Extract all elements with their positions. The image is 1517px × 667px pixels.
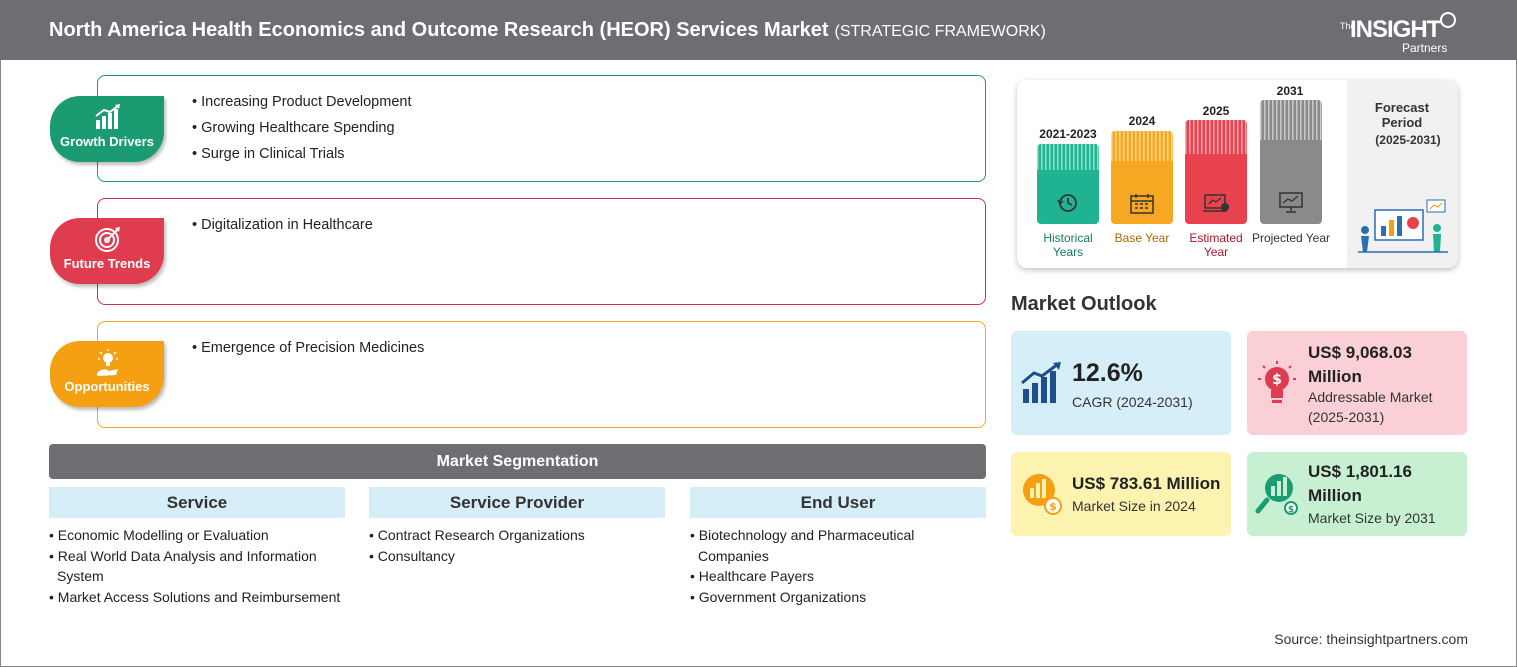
growth-chart-icon [1021, 362, 1061, 403]
market-size-2031-card: $ US$ 1,801.16 Million Market Size by 20… [1247, 452, 1467, 536]
segment-list: Biotechnology and Pharmaceutical Compani… [690, 518, 986, 607]
list-item: Biotechnology and Pharmaceutical Compani… [690, 525, 986, 566]
timeline-year-base: 2024 [1128, 114, 1156, 128]
growth-drivers-tag: Growth Drivers [50, 96, 164, 162]
timeline-label-base: Base Year [1114, 231, 1170, 245]
history-icon [1057, 194, 1077, 212]
logo-insight: INSIGHT [1350, 16, 1441, 43]
insight-partners-logo: The INSIGHT Partners [1340, 10, 1460, 55]
list-item: Economic Modelling or Evaluation [49, 525, 345, 546]
target-icon [95, 227, 120, 252]
cagr-value: 12.6% [1072, 359, 1143, 387]
list-item: Growing Healthcare Spending [192, 120, 985, 136]
timeline-label-projected: Projected Year [1251, 231, 1331, 245]
timeline-bar-estimated [1185, 120, 1247, 224]
opportunities-tag: Opportunities [50, 341, 164, 407]
addressable-market-value: US$ 9,068.03 Million [1308, 343, 1412, 386]
list-item: Surge in Clinical Trials [192, 146, 985, 162]
page-title: North America Health Economics and Outco… [49, 19, 1046, 42]
logo-the: The [1340, 21, 1356, 31]
list-item: Increasing Product Development [192, 94, 985, 110]
growth-drivers-box: Increasing Product Development Growing H… [97, 75, 986, 182]
timeline-year-estimated: 2025 [1202, 104, 1230, 118]
svg-text:$: $ [1049, 500, 1057, 513]
opportunities-box: Emergence of Precision Medicines [97, 321, 986, 428]
list-item: Real World Data Analysis and Information… [49, 546, 345, 587]
timeline-panel: 2021-2023 Historical Years 2024 Base Yea… [1017, 80, 1458, 268]
market-outlook-title: Market Outlook [1011, 293, 1157, 315]
segment-header: End User [690, 487, 986, 518]
calendar-icon [1130, 194, 1154, 214]
lightbulb-hand-icon [97, 349, 118, 376]
header-bar: North America Health Economics and Outco… [0, 0, 1517, 60]
timeline-label-estimated: Estimated Year [1189, 231, 1243, 259]
segment-column-service: Service Economic Modelling or Evaluation… [49, 487, 345, 607]
market-size-2031-value: US$ 1,801.16 Million [1308, 462, 1412, 505]
timeline-bar-projected [1260, 100, 1322, 224]
market-size-2024-label: Market Size in 2024 [1072, 498, 1196, 514]
opportunities-label: Opportunities [64, 379, 150, 394]
logo-partners: Partners [1402, 41, 1448, 55]
segment-list: Economic Modelling or Evaluation Real Wo… [49, 518, 345, 607]
growth-drivers-list: Increasing Product Development Growing H… [98, 76, 985, 162]
future-trends-box: Digitalization in Healthcare [97, 198, 986, 305]
market-size-2024-card: $ US$ 783.61 Million Market Size in 2024 [1011, 452, 1231, 536]
list-item: Market Access Solutions and Reimbursemen… [49, 587, 345, 608]
segment-list: Contract Research Organizations Consulta… [369, 518, 665, 566]
segment-header: Service [49, 487, 345, 518]
timeline-bar-base [1111, 131, 1173, 224]
svg-text:$: $ [1288, 505, 1294, 515]
list-item: Digitalization in Healthcare [192, 217, 985, 233]
analytics-illustration-icon [1358, 199, 1448, 253]
title-subtitle: (STRATEGIC FRAMEWORK) [834, 23, 1046, 40]
timeline-year-projected: 2031 [1276, 84, 1304, 98]
list-item: Contract Research Organizations [369, 525, 665, 546]
timeline-year-historical: 2021-2023 [1039, 127, 1097, 141]
forecast-range: (2025-2031) [1375, 133, 1441, 147]
projection-icon [1279, 192, 1303, 213]
list-item: Emergence of Precision Medicines [192, 340, 985, 356]
list-item: Consultancy [369, 546, 665, 567]
forecast-title: Forecast Period [1374, 100, 1430, 130]
title-text: North America Health Economics and Outco… [49, 19, 829, 41]
list-item: Government Organizations [690, 587, 986, 608]
lightbulb-dollar-icon: $ [1258, 361, 1296, 403]
dollar-chart-icon: $ [1023, 474, 1062, 515]
cagr-label: CAGR (2024-2031) [1072, 394, 1193, 410]
future-trends-label: Future Trends [63, 256, 151, 271]
timeline-bar-historical [1037, 144, 1099, 224]
addressable-market-label: Addressable Market (2025-2031) [1308, 389, 1433, 425]
opportunities-list: Emergence of Precision Medicines [98, 322, 985, 356]
segment-column-service-provider: Service Provider Contract Research Organ… [369, 487, 665, 566]
magnifier-chart-icon: $ [1255, 474, 1298, 515]
source-note: Source: theinsightpartners.com [1274, 631, 1468, 647]
future-trends-list: Digitalization in Healthcare [98, 199, 985, 233]
forecast-panel: Forecast Period (2025-2031) [1347, 80, 1458, 268]
list-item: Healthcare Payers [690, 566, 986, 587]
bar-growth-icon [95, 104, 120, 129]
logo-ring-icon [1440, 12, 1456, 28]
timeline-label-historical: Historical Years [1043, 231, 1093, 259]
cagr-card: 12.6% CAGR (2024-2031) [1011, 331, 1231, 435]
svg-text:$: $ [1272, 372, 1282, 388]
growth-drivers-label: Growth Drivers [60, 134, 154, 149]
segmentation-title: Market Segmentation [49, 444, 986, 479]
market-size-2024-value: US$ 783.61 Million [1072, 474, 1221, 493]
segment-header: Service Provider [369, 487, 665, 518]
segment-column-end-user: End User Biotechnology and Pharmaceutica… [690, 487, 986, 607]
addressable-market-card: $ US$ 9,068.03 Million Addressable Marke… [1247, 331, 1467, 435]
market-size-2031-label: Market Size by 2031 [1308, 510, 1436, 526]
future-trends-tag: Future Trends [50, 218, 164, 284]
estimate-icon [1203, 194, 1229, 212]
